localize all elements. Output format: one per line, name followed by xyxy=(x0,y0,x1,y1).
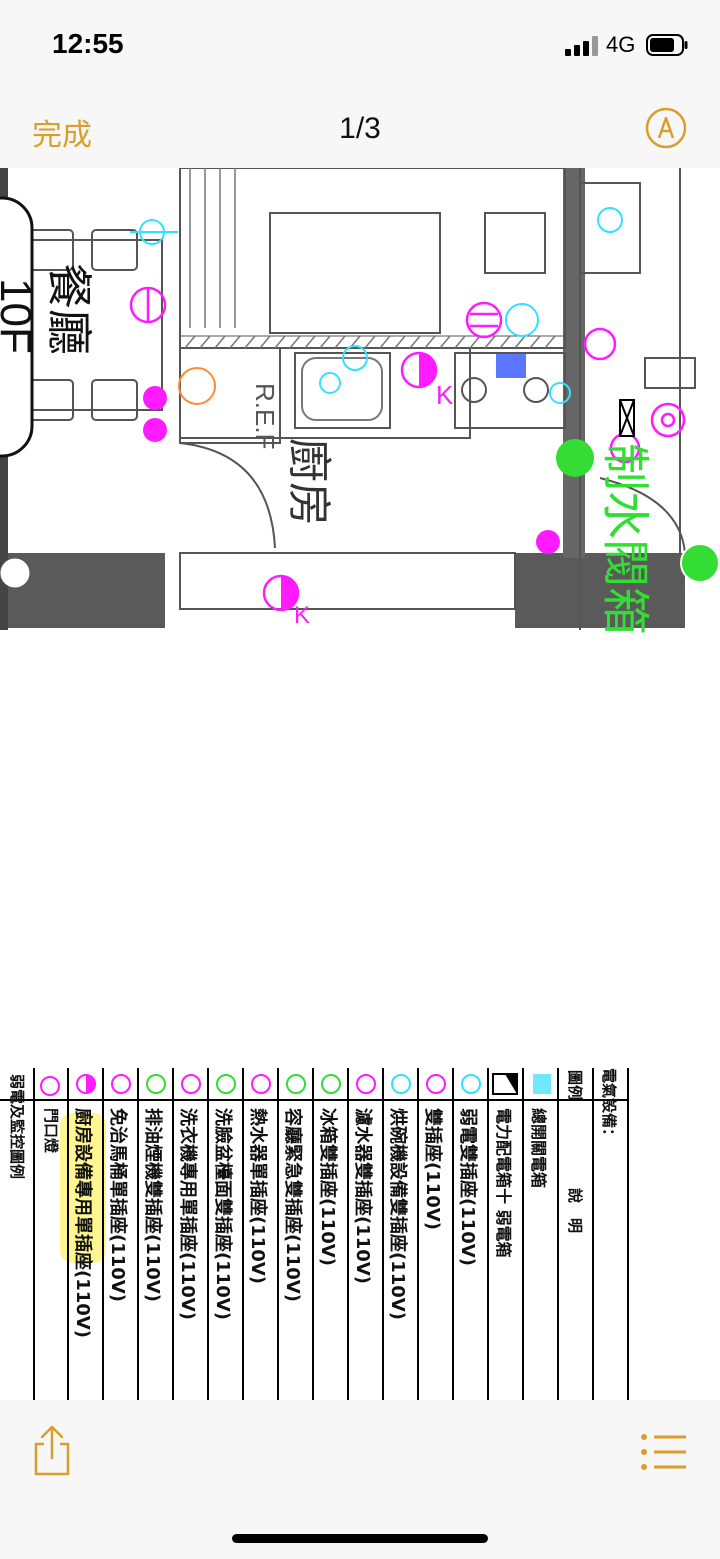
ref-label: R.E.F xyxy=(250,383,280,450)
nav-bar: 完成 1/3 xyxy=(0,90,720,168)
legend-row: 洗臉盆檯面雙插座(110V) xyxy=(212,1108,233,1320)
cellular-signal-icon xyxy=(565,36,598,56)
legend-row: 熱水器單插座(110V) xyxy=(247,1108,268,1284)
legend-col-symbol: 圖例 xyxy=(566,1070,584,1101)
legend-row: 總開關電箱 xyxy=(529,1108,548,1189)
network-type: 4G xyxy=(606,32,636,57)
legend-row: 洗衣機專用單插座(110V) xyxy=(177,1108,198,1320)
legend-row-highlighted: 廚房設備專用單插座(110V) xyxy=(72,1108,93,1338)
room-label-kitchen: 廚房 xyxy=(284,438,333,526)
page-indicator: 1/3 xyxy=(339,112,381,145)
document-viewer[interactable]: 餐廳 廚房 制水閥箱 R.E.F 10F K K xyxy=(0,167,720,1400)
legend-grid xyxy=(0,1068,629,1400)
status-bar: 12:55 4G xyxy=(0,0,720,90)
room-label-meter-box: 制水閥箱 xyxy=(598,443,651,636)
legend-row: 弱電及監控圖例 xyxy=(8,1074,26,1180)
floor-label: 10F xyxy=(0,278,40,354)
list-icon[interactable] xyxy=(640,1432,688,1472)
bottom-toolbar xyxy=(0,1400,720,1559)
battery-icon xyxy=(646,34,688,56)
floor-plan-drawing xyxy=(0,167,720,630)
status-time: 12:55 xyxy=(52,28,124,59)
legend-table: 電氣設備： 圖例 說 明 總開關電箱 電力配電箱十 弱電箱 弱電雙插座(110V… xyxy=(0,1068,720,1400)
share-icon[interactable] xyxy=(30,1424,74,1478)
legend-row: 弱電雙插座(110V) xyxy=(457,1108,478,1266)
legend-title: 電氣設備： xyxy=(600,1068,618,1144)
legend-row: 雙插座(110V) xyxy=(422,1108,443,1230)
k-label: K xyxy=(294,602,311,629)
legend-row: 免治馬桶單插座(110V) xyxy=(107,1108,128,1302)
home-indicator xyxy=(232,1534,488,1543)
room-label-dining: 餐廳 xyxy=(43,263,95,355)
legend-row: 濾水器雙插座(110V) xyxy=(352,1108,373,1284)
legend-row: 門口燈 xyxy=(42,1108,60,1154)
floor-plan: 餐廳 廚房 制水閥箱 R.E.F 10F K K xyxy=(0,167,720,635)
legend-row: 烘碗機設備雙插座(110V) xyxy=(387,1108,408,1320)
done-button[interactable]: 完成 xyxy=(32,119,92,152)
k-label: K xyxy=(436,380,454,410)
legend-row: 容廳緊急雙插座(110V) xyxy=(282,1108,303,1302)
legend-row: 電力配電箱十 弱電箱 xyxy=(494,1108,513,1258)
markup-pen-icon[interactable] xyxy=(644,106,688,150)
legend-col-desc: 說 明 xyxy=(566,1188,584,1234)
legend-row: 排油煙機雙插座(110V) xyxy=(142,1108,163,1302)
legend-row: 冰箱雙插座(110V) xyxy=(317,1108,338,1266)
